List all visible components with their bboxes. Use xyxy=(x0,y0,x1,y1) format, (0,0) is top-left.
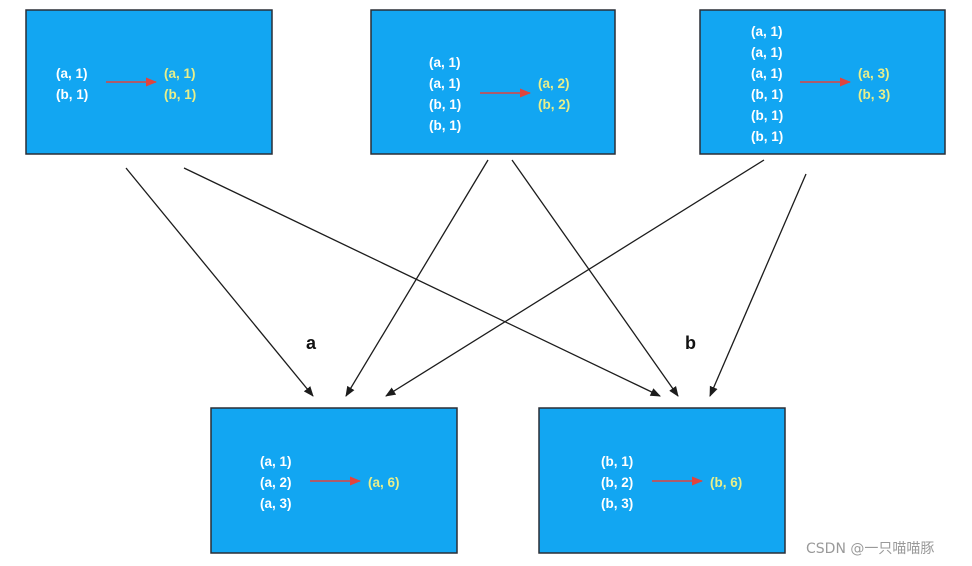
key-label-b: b xyxy=(685,333,696,353)
bottom-right-output-1: (b, 6) xyxy=(710,475,742,490)
top-middle-box: (a, 1) (a, 1) (b, 1) (b, 1) (a, 2) (b, 2… xyxy=(370,9,616,155)
bottom-left-output-1: (a, 6) xyxy=(368,475,400,490)
top-middle-output-1: (a, 2) xyxy=(538,76,570,91)
top-middle-input-1: (a, 1) xyxy=(429,55,461,70)
csdn-watermark: CSDN @一只喵喵豚 xyxy=(806,541,934,557)
top-middle-input-3: (b, 1) xyxy=(429,97,461,112)
shuffle-arrow-right-to-a xyxy=(385,159,765,397)
top-right-input-2: (a, 1) xyxy=(751,45,783,60)
top-right-input-5: (b, 1) xyxy=(751,108,783,123)
top-right-input-4: (b, 1) xyxy=(751,87,783,102)
top-left-output-1: (a, 1) xyxy=(164,66,196,81)
top-left-input-2: (b, 1) xyxy=(56,87,88,102)
top-right-output-2: (b, 3) xyxy=(858,87,890,102)
bottom-right-input-1: (b, 1) xyxy=(601,454,633,469)
top-middle-output-2: (b, 2) xyxy=(538,97,570,112)
bottom-left-box: (a, 1) (a, 2) (a, 3) (a, 6) xyxy=(210,407,458,554)
shuffle-arrow-right-to-b xyxy=(709,173,807,397)
bottom-right-input-3: (b, 3) xyxy=(601,496,633,511)
top-left-box: (a, 1) (b, 1) (a, 1) (b, 1) xyxy=(25,9,273,155)
top-left-input-1: (a, 1) xyxy=(56,66,88,81)
shuffle-arrow-left-to-b xyxy=(183,167,661,397)
top-right-box: (a, 1) (a, 1) (a, 1) (b, 1) (b, 1) (b, 1… xyxy=(699,9,946,155)
bottom-left-input-3: (a, 3) xyxy=(260,496,292,511)
top-right-input-1: (a, 1) xyxy=(751,24,783,39)
bottom-right-box: (b, 1) (b, 2) (b, 3) (b, 6) xyxy=(538,407,786,554)
bottom-left-input-2: (a, 2) xyxy=(260,475,292,490)
key-label-a: a xyxy=(306,333,317,353)
top-right-input-6: (b, 1) xyxy=(751,129,783,144)
top-middle-box-frame xyxy=(370,9,616,155)
shuffle-arrow-middle-to-b xyxy=(511,159,679,397)
top-right-input-3: (a, 1) xyxy=(751,66,783,81)
shuffle-arrow-middle-to-a xyxy=(345,159,489,397)
top-middle-input-2: (a, 1) xyxy=(429,76,461,91)
shuffle-arrow-left-to-a xyxy=(125,167,314,397)
top-right-output-1: (a, 3) xyxy=(858,66,890,81)
top-left-output-2: (b, 1) xyxy=(164,87,196,102)
bottom-left-input-1: (a, 1) xyxy=(260,454,292,469)
top-middle-input-4: (b, 1) xyxy=(429,118,461,133)
bottom-right-input-2: (b, 2) xyxy=(601,475,633,490)
